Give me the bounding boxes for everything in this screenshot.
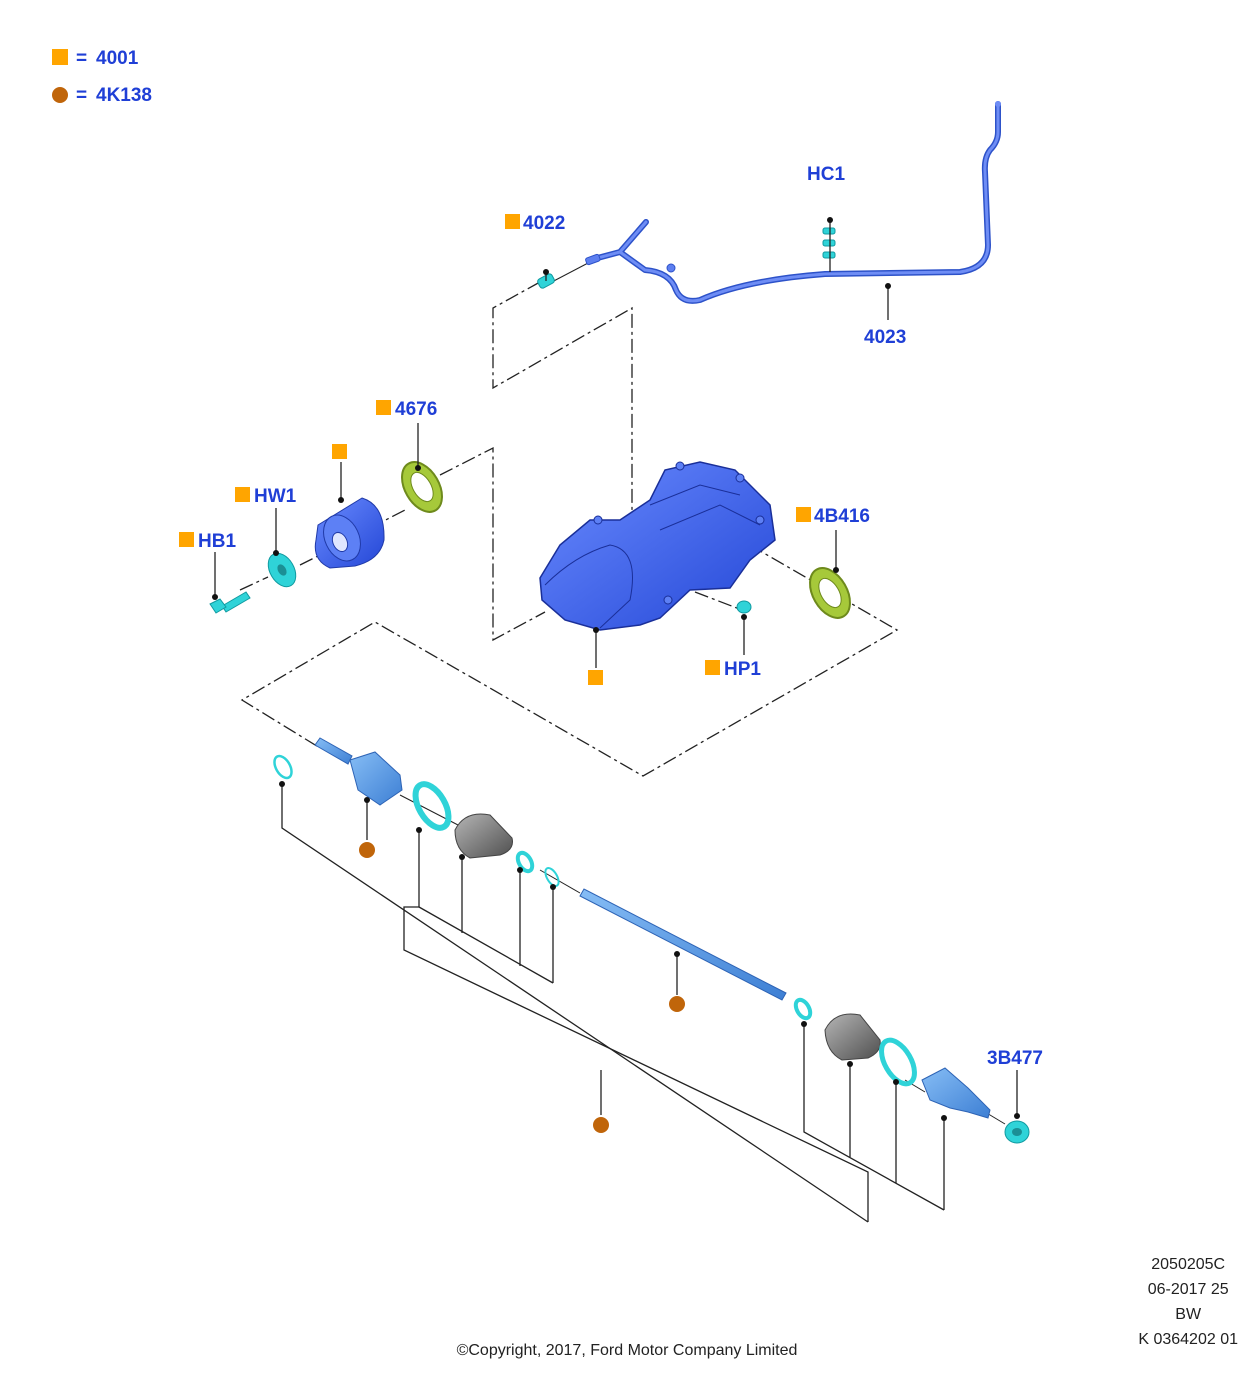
drawing-code: BW bbox=[1175, 1306, 1202, 1323]
marker-circles bbox=[359, 842, 685, 1133]
square-marker bbox=[505, 214, 520, 229]
legend-circle-symbol bbox=[52, 87, 68, 103]
legend: = 4001 = 4K138 bbox=[52, 48, 152, 106]
legend-circle-code: 4K138 bbox=[96, 85, 152, 106]
legend-equals-2: = bbox=[76, 85, 87, 106]
square-marker bbox=[235, 487, 250, 502]
drawing-date: 06-2017 25 bbox=[1147, 1281, 1229, 1298]
square-marker bbox=[332, 444, 347, 459]
marker-squares bbox=[179, 214, 811, 685]
circle-marker bbox=[669, 996, 685, 1012]
label-3b477: 3B477 bbox=[987, 1048, 1043, 1069]
legend-equals-1: = bbox=[76, 48, 87, 69]
label-hc1: HC1 bbox=[807, 164, 845, 185]
drawing-meta: 2050205C 06-2017 25 BW K 0364202 01 bbox=[1138, 1252, 1238, 1352]
square-marker bbox=[588, 670, 603, 685]
square-marker bbox=[705, 660, 720, 675]
label-4b416: 4B416 bbox=[814, 506, 870, 527]
square-marker bbox=[796, 507, 811, 522]
legend-square-code: 4001 bbox=[96, 48, 139, 69]
leader-dots bbox=[212, 217, 1020, 1121]
copyright-notice: ©Copyright, 2017, Ford Motor Company Lim… bbox=[456, 1342, 798, 1359]
coupling-flange bbox=[314, 497, 385, 569]
square-marker bbox=[376, 400, 391, 415]
circle-marker bbox=[359, 842, 375, 858]
plug-hp1 bbox=[736, 600, 752, 614]
circle-marker bbox=[593, 1117, 609, 1133]
part-labels: HC1 4022 4023 4676 HW1 HB1 4B416 HP1 3B4… bbox=[198, 164, 1043, 1069]
vent-tube bbox=[587, 101, 1001, 304]
label-hw1: HW1 bbox=[254, 486, 297, 507]
label-4023: 4023 bbox=[864, 327, 906, 348]
assembly-lines bbox=[239, 281, 899, 777]
halfshaft-assembly bbox=[273, 737, 1030, 1144]
label-4676: 4676 bbox=[395, 399, 437, 420]
washer-hw1 bbox=[267, 552, 297, 588]
seal-4b416 bbox=[809, 567, 851, 619]
label-hb1: HB1 bbox=[198, 531, 236, 552]
label-hp1: HP1 bbox=[724, 659, 761, 680]
hose-clip-hc1 bbox=[822, 227, 836, 259]
seal-4676 bbox=[401, 461, 443, 513]
drawing-number: 2050205C bbox=[1151, 1256, 1226, 1273]
bolt-hb1 bbox=[209, 591, 251, 614]
label-4022: 4022 bbox=[523, 213, 565, 234]
legend-square-symbol bbox=[52, 49, 68, 65]
differential-housing bbox=[539, 461, 776, 631]
leader-lines bbox=[214, 220, 1018, 1223]
square-marker bbox=[179, 532, 194, 547]
drawing-reference: K 0364202 01 bbox=[1138, 1331, 1238, 1348]
